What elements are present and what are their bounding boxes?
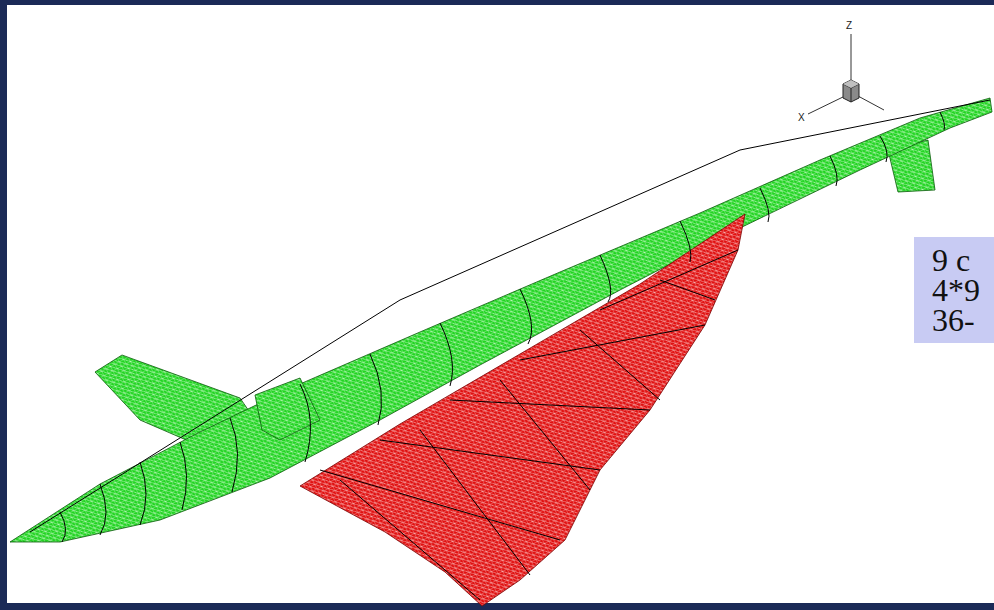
box-text: 9 c: [932, 245, 984, 275]
section-lines: [30, 100, 990, 600]
axis-label: Z: [846, 20, 852, 31]
slide-frame: [0, 0, 994, 5]
axis-label: X: [798, 112, 805, 123]
slide-frame: [0, 0, 7, 610]
box-text: 36-: [932, 305, 984, 335]
delta-wing: [300, 214, 745, 606]
axis-triad: [808, 34, 884, 114]
slide-frame: [0, 603, 994, 610]
box-text: 4*9: [932, 275, 984, 305]
text-box: 9 c4*936-: [914, 237, 994, 343]
